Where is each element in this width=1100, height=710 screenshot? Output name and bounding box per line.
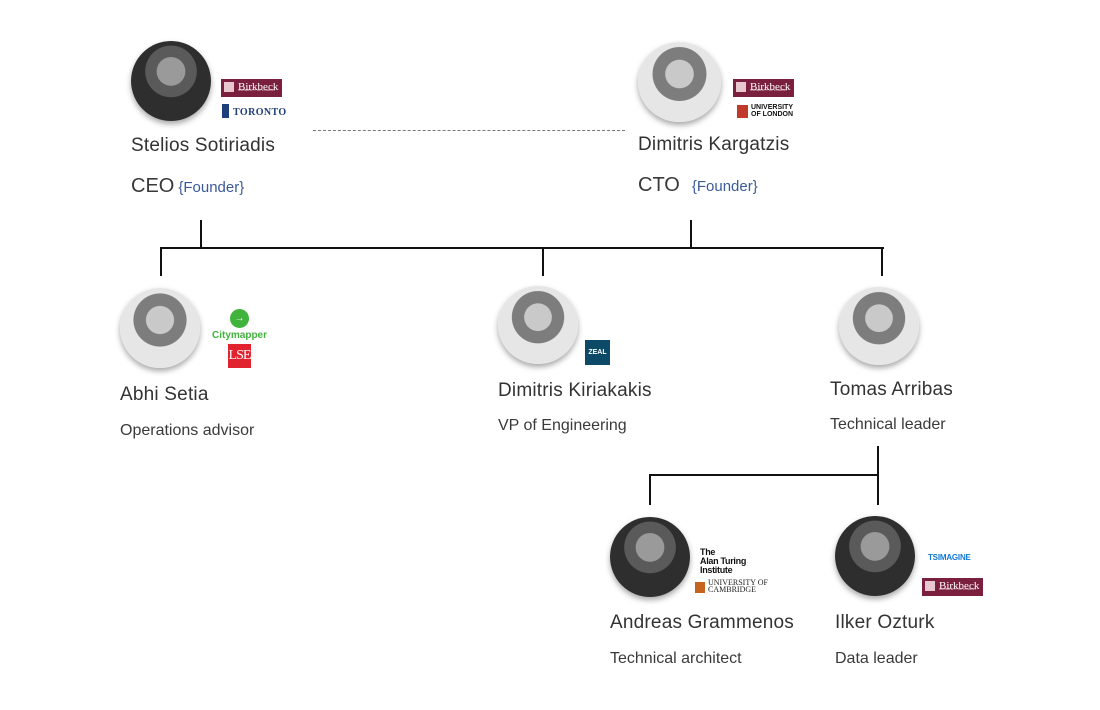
founder-tag: {Founder} <box>178 179 245 196</box>
birkbeck-logo: Birkbeck <box>733 79 795 97</box>
person-name: Stelios Sotiriadis <box>131 135 276 156</box>
citymapper-arrow-icon: → <box>230 309 249 328</box>
birkbeck-logo: Birkbeck <box>221 79 283 97</box>
avatar <box>835 516 915 596</box>
person-role: VP of Engineering <box>498 417 627 434</box>
role-title: CTO <box>638 174 680 196</box>
founders-dashed-connector <box>313 130 625 131</box>
avatar <box>839 287 919 365</box>
andreas-branch-line <box>649 474 651 505</box>
ceo-drop-line <box>200 220 202 249</box>
avatar <box>610 517 690 597</box>
avatar <box>638 42 721 122</box>
tomas-branch-line <box>881 247 883 276</box>
birkbeck-logo: Birkbeck <box>922 578 984 596</box>
founder-tag: {Founder} <box>691 178 758 195</box>
main-horizontal-line <box>160 247 884 249</box>
person-role: Operations advisor <box>120 422 255 439</box>
person-name: Tomas Arribas <box>830 379 953 400</box>
london-crest-icon <box>737 105 748 118</box>
person-role: Technical architect <box>610 650 742 667</box>
citymapper-logo: → Citymapper <box>212 309 267 341</box>
avatar <box>498 286 578 364</box>
cambridge-crest-icon <box>695 582 705 593</box>
tsimagine-logo: TSIMAGINE <box>928 553 971 562</box>
person-name: Dimitris Kargatzis <box>638 134 790 155</box>
cto-drop-line <box>690 220 692 249</box>
lse-logo: LSE <box>228 344 251 368</box>
toronto-logo: TORONTO <box>222 104 287 118</box>
person-name: Ilker Ozturk <box>835 612 935 633</box>
person-name: Andreas Grammenos <box>610 612 794 633</box>
person-role: CEO{Founder} <box>131 175 244 198</box>
abhi-branch-line <box>160 247 162 276</box>
person-name: Dimitris Kiriakakis <box>498 380 652 401</box>
role-title: CEO <box>131 175 175 197</box>
kiriakakis-branch-line <box>542 247 544 276</box>
person-role: Technical leader <box>830 416 946 433</box>
person-role: Data leader <box>835 650 918 667</box>
sub-horizontal-line <box>649 474 879 476</box>
avatar <box>131 41 211 121</box>
zeal-logo: ZEAL <box>585 340 610 365</box>
toronto-crest-icon <box>222 104 229 118</box>
person-role: CTO {Founder} <box>638 174 758 197</box>
person-name: Abhi Setia <box>120 384 209 405</box>
avatar <box>120 288 200 368</box>
